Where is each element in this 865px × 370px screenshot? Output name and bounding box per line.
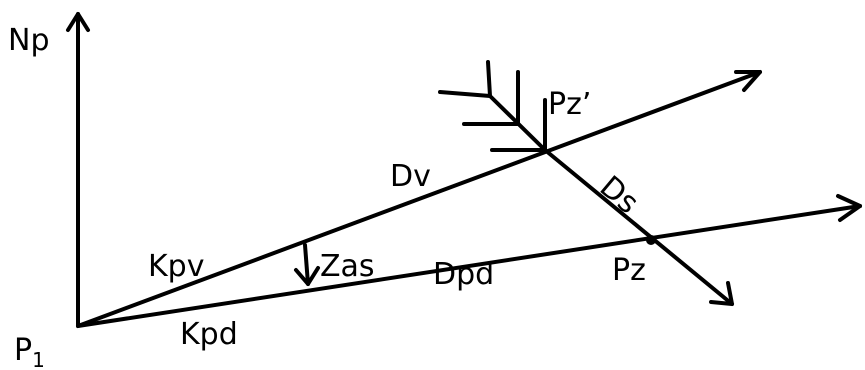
label-pz-prime: Pz’	[548, 87, 591, 122]
label-origin-sub: 1	[32, 348, 45, 370]
zas-angle-arrow	[303, 243, 310, 286]
label-zas: Zas	[320, 249, 375, 284]
course-line-kpd-arrowhead	[836, 194, 862, 222]
drift-line-ds	[543, 148, 734, 306]
label-kpd: Kpd	[180, 317, 238, 352]
wind-feather-barb-1	[438, 90, 492, 98]
label-north: Np	[8, 23, 49, 58]
label-origin-main: P	[14, 333, 32, 368]
label-ds: Ds	[593, 169, 645, 221]
pz-point	[646, 235, 656, 245]
label-dv: Dv	[390, 159, 431, 194]
label-dpd: Dpd	[433, 257, 494, 292]
drift-line-ds-arrowhead	[709, 281, 734, 306]
course-line-kpv-arrowhead	[734, 70, 762, 92]
label-pz: Pz	[612, 253, 646, 288]
wind-feather-barb-2	[486, 60, 492, 98]
course-line-kpv	[76, 70, 762, 328]
label-origin: P1	[14, 333, 45, 370]
course-line-kpd	[76, 204, 862, 328]
label-kpv: Kpv	[148, 249, 204, 284]
north-arrowhead	[66, 12, 90, 32]
zas-angle-arrowhead	[294, 266, 320, 286]
